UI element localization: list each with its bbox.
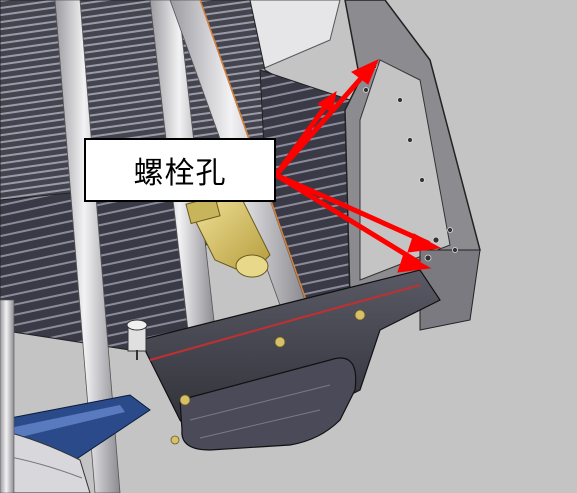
brass-fitting [185, 194, 271, 278]
gasket-line [149, 284, 421, 361]
brass-nuts [170, 309, 366, 445]
bolt-hole-label: 螺栓孔 [84, 138, 276, 202]
rod-left [54, 0, 121, 493]
oil-pan-sump [179, 357, 357, 451]
red-arrow-icon [273, 59, 442, 273]
pipe-fitting [126, 319, 148, 360]
left-edge-pipe [0, 299, 15, 493]
